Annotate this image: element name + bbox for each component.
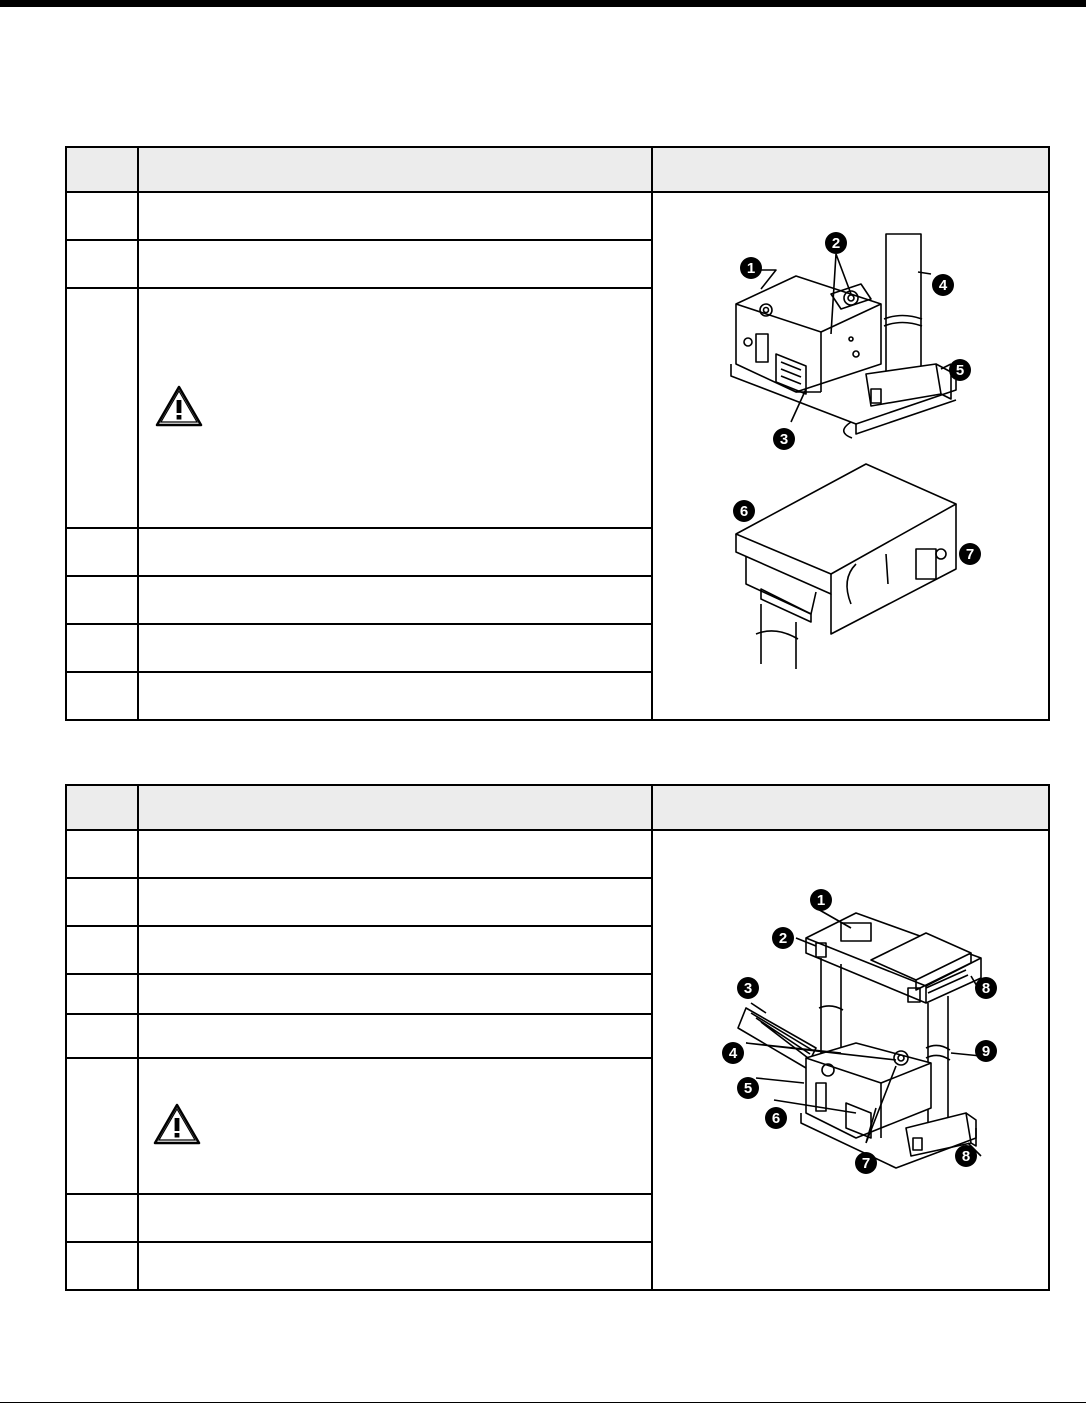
warning-triangle-icon (155, 385, 203, 427)
svg-text:6: 6 (771, 1110, 779, 1127)
step-number (65, 1241, 139, 1291)
step-text-with-warning (137, 287, 653, 529)
step-text (137, 191, 653, 241)
step-number (65, 527, 139, 577)
table-row (65, 527, 1049, 577)
svg-text:3: 3 (779, 431, 787, 448)
header-illustration (651, 146, 1050, 193)
step-text (137, 829, 653, 879)
svg-text:4: 4 (938, 277, 947, 294)
illustration-cell: 1 2 3 4 5 6 7 8 9 8 (651, 829, 1050, 1291)
table-row (65, 623, 1049, 673)
svg-text:7: 7 (861, 1155, 869, 1172)
sensor-module-illustration: 1 2 3 4 5 6 7 (729, 232, 981, 669)
procedure-table-1: 1 2 3 4 5 6 7 (65, 146, 1050, 721)
step-number (65, 1057, 139, 1195)
step-text (137, 1241, 653, 1291)
header-action (137, 784, 653, 831)
step-text (137, 877, 653, 927)
step-number (65, 191, 139, 241)
table-header (65, 146, 1050, 193)
header-step (65, 146, 139, 193)
illustration-cell: 1 2 3 4 5 6 7 (651, 191, 1050, 721)
table-row (65, 877, 1049, 927)
warning-triangle-icon (153, 1103, 201, 1145)
callout-markers: 1 2 3 4 5 6 7 (732, 232, 981, 565)
step-number (65, 287, 139, 529)
step-number (65, 973, 139, 1015)
step-text (137, 239, 653, 289)
svg-text:6: 6 (739, 503, 747, 520)
table-row (65, 1057, 1049, 1195)
svg-text:9: 9 (981, 1043, 989, 1060)
step-text-with-warning (137, 1057, 653, 1195)
table-header (65, 784, 1050, 831)
step-number (65, 1193, 139, 1243)
table-row (65, 1193, 1049, 1243)
dual-module-illustration: 1 2 3 4 5 6 7 8 9 8 (721, 889, 997, 1174)
header-illustration (651, 784, 1050, 831)
table-row (65, 1241, 1049, 1291)
procedure-table-2: 1 2 3 4 5 6 7 8 9 8 (65, 784, 1050, 1291)
table-row: 1 2 3 4 5 6 7 (65, 191, 1050, 721)
step-text (137, 925, 653, 975)
step-text (137, 1193, 653, 1243)
svg-text:4: 4 (728, 1045, 737, 1062)
step-number (65, 829, 139, 879)
svg-text:2: 2 (831, 235, 839, 252)
top-bar (0, 0, 1086, 7)
step-number (65, 239, 139, 289)
step-number (65, 671, 139, 721)
svg-text:3: 3 (743, 980, 751, 997)
table-row (65, 925, 1049, 975)
table-row (65, 575, 1049, 625)
step-number (65, 925, 139, 975)
step-number (65, 575, 139, 625)
table-row: 1 2 3 4 5 6 7 8 9 8 (65, 829, 1050, 1291)
svg-text:2: 2 (778, 930, 786, 947)
svg-text:5: 5 (743, 1080, 751, 1097)
table-row (65, 671, 1049, 721)
step-text (137, 671, 653, 721)
step-text (137, 575, 653, 625)
svg-text:8: 8 (961, 1148, 969, 1165)
header-action (137, 146, 653, 193)
footer-rule (0, 1402, 1086, 1403)
svg-text:1: 1 (816, 892, 824, 909)
table-row (65, 239, 1049, 289)
step-text (137, 1013, 653, 1059)
callout-markers: 1 2 3 4 5 6 7 8 9 8 (721, 889, 997, 1174)
step-number (65, 623, 139, 673)
svg-text:1: 1 (746, 260, 754, 277)
svg-text:7: 7 (965, 546, 973, 563)
table-row (65, 1013, 1049, 1059)
step-text (137, 973, 653, 1015)
table-row (65, 287, 1049, 529)
header-step (65, 784, 139, 831)
table-row (65, 973, 1049, 1015)
step-text (137, 623, 653, 673)
svg-text:8: 8 (981, 980, 989, 997)
svg-text:5: 5 (955, 362, 963, 379)
step-number (65, 877, 139, 927)
step-text (137, 527, 653, 577)
step-number (65, 1013, 139, 1059)
